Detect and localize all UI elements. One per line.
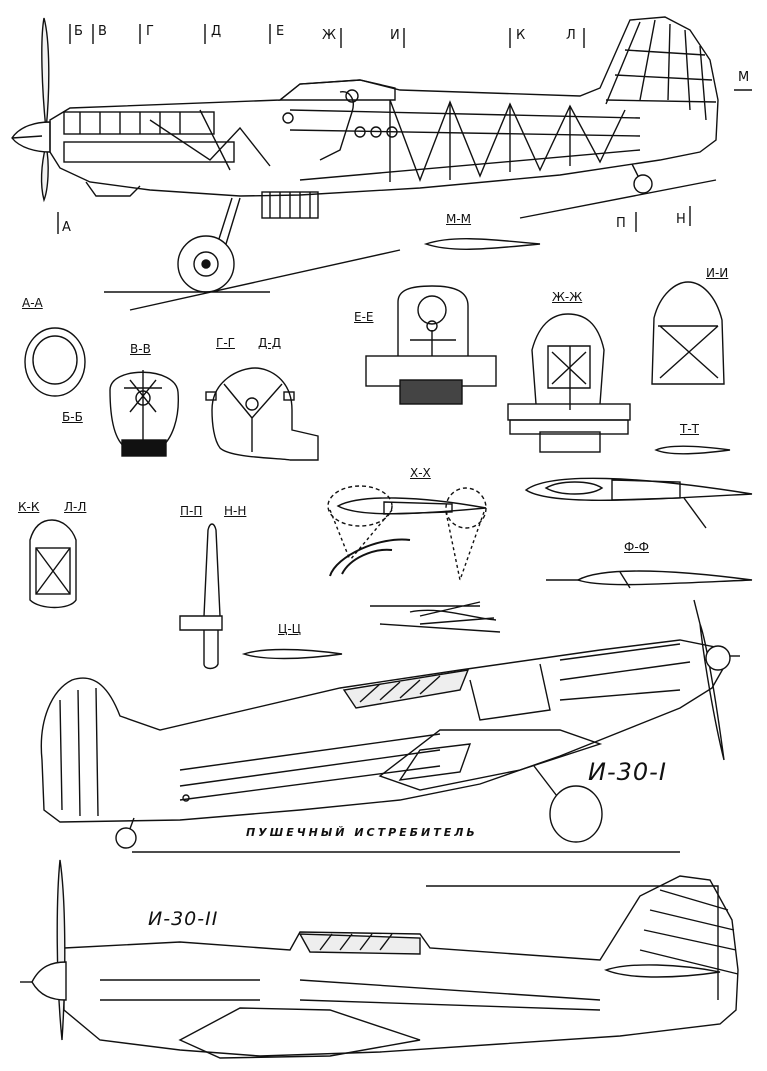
section-g-g-shape bbox=[205, 367, 319, 461]
section-label-x-x: Х-Х bbox=[410, 466, 431, 480]
section-label-t-t: Т-Т bbox=[680, 422, 699, 436]
aircraft-name-bottom: И-30-II bbox=[148, 908, 219, 930]
section-zh-zh-shape bbox=[507, 313, 631, 453]
station-label-b: Б bbox=[74, 24, 83, 39]
section-label-d-d: Д-Д bbox=[258, 336, 282, 350]
section-p-p-shape bbox=[179, 523, 223, 670]
section-f-f-shape bbox=[546, 570, 753, 589]
station-label-v: В bbox=[98, 24, 107, 39]
station-label-d: Д bbox=[211, 24, 222, 39]
section-v-v-shape bbox=[109, 370, 179, 457]
section-label-a-a: А-А bbox=[22, 296, 43, 310]
section-label-p-p: П-П bbox=[180, 504, 203, 518]
section-k-k-shape bbox=[29, 519, 77, 609]
station-ticks bbox=[57, 24, 752, 234]
station-label-m: М bbox=[738, 70, 750, 85]
aircraft-caption: ПУШЕЧНЫЙ ИСТРЕБИТЕЛЬ bbox=[246, 826, 478, 839]
section-label-n-n: Н-Н bbox=[224, 504, 247, 518]
section-c-c-shape bbox=[241, 648, 343, 660]
section-t-t-shape bbox=[654, 445, 731, 455]
station-label-k: К bbox=[516, 28, 526, 43]
section-label-i-i: И-И bbox=[706, 266, 729, 280]
station-label-n: Н bbox=[676, 212, 686, 227]
aircraft-name-top: И-30-I bbox=[588, 758, 667, 786]
station-label-g: Г bbox=[146, 24, 154, 39]
section-label-l-l: Л-Л bbox=[64, 500, 87, 514]
station-label-a: А bbox=[62, 220, 71, 235]
section-label-b-b: Б-Б bbox=[62, 410, 83, 424]
station-label-l: Л bbox=[566, 28, 576, 43]
station-label-i: И bbox=[390, 28, 400, 43]
section-label-m-m: М-М bbox=[446, 212, 472, 226]
section-e-e-shape bbox=[365, 285, 497, 405]
cutaway-airframe bbox=[11, 16, 719, 311]
section-label-g-g: Г-Г bbox=[216, 336, 235, 350]
section-label-f-f: Ф-Ф bbox=[624, 540, 649, 554]
section-label-v-v: В-В bbox=[130, 342, 151, 356]
section-m-m-shape bbox=[423, 238, 541, 250]
i30-1-side-view bbox=[40, 599, 740, 853]
section-label-e-e: Е-Е bbox=[354, 310, 374, 324]
station-label-e: Е bbox=[276, 24, 285, 39]
section-i-i-shape bbox=[651, 281, 725, 385]
section-label-zh-zh: Ж-Ж bbox=[552, 290, 583, 304]
station-label-zh: Ж bbox=[322, 28, 337, 43]
section-label-c-c: Ц-Ц bbox=[278, 622, 301, 636]
airfoil-large-shape bbox=[524, 477, 753, 529]
i30-2-side-view bbox=[20, 859, 739, 1059]
section-label-k-k: К-К bbox=[18, 500, 40, 514]
station-label-p: П bbox=[616, 216, 626, 231]
section-a-a-shape bbox=[24, 327, 86, 397]
section-x-x-shape bbox=[327, 485, 501, 633]
